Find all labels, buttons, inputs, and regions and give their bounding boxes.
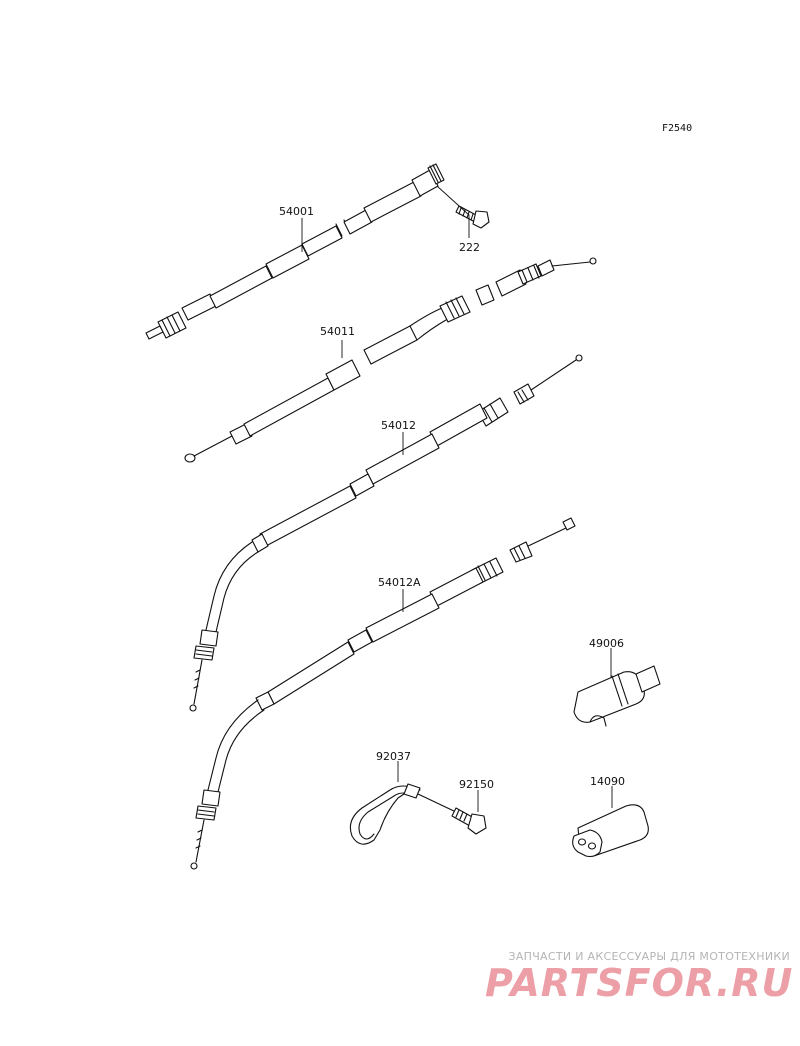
speedometer-cable-54001[interactable] [145, 163, 445, 340]
cable-54012A[interactable] [190, 517, 576, 870]
boot-49006[interactable] [573, 665, 661, 727]
cable-54012[interactable] [189, 354, 583, 712]
label-14090: 14090 [590, 775, 625, 788]
label-49006: 49006 [589, 637, 624, 650]
watermark-tagline: ЗАПЧАСТИ И АКСЕССУАРЫ ДЛЯ МОТОТЕХНИКИ [508, 950, 790, 963]
label-54011: 54011 [320, 325, 355, 338]
watermark-logo[interactable]: PARTSFOR.RU [485, 961, 794, 1005]
label-54012A: 54012A [378, 576, 421, 589]
figure-code: F2540 [662, 123, 692, 134]
clamp-92037[interactable] [349, 783, 421, 845]
label-92037: 92037 [376, 750, 411, 763]
label-54001: 54001 [279, 205, 314, 218]
bolt-92150[interactable] [417, 793, 487, 835]
cover-14090[interactable] [572, 804, 649, 858]
label-222: 222 [459, 241, 480, 254]
label-54012: 54012 [381, 419, 416, 432]
label-92150: 92150 [459, 778, 494, 791]
throttle-cable-54011[interactable] [184, 257, 597, 463]
leader-222 [436, 185, 470, 238]
bolt-222[interactable] [455, 205, 490, 229]
